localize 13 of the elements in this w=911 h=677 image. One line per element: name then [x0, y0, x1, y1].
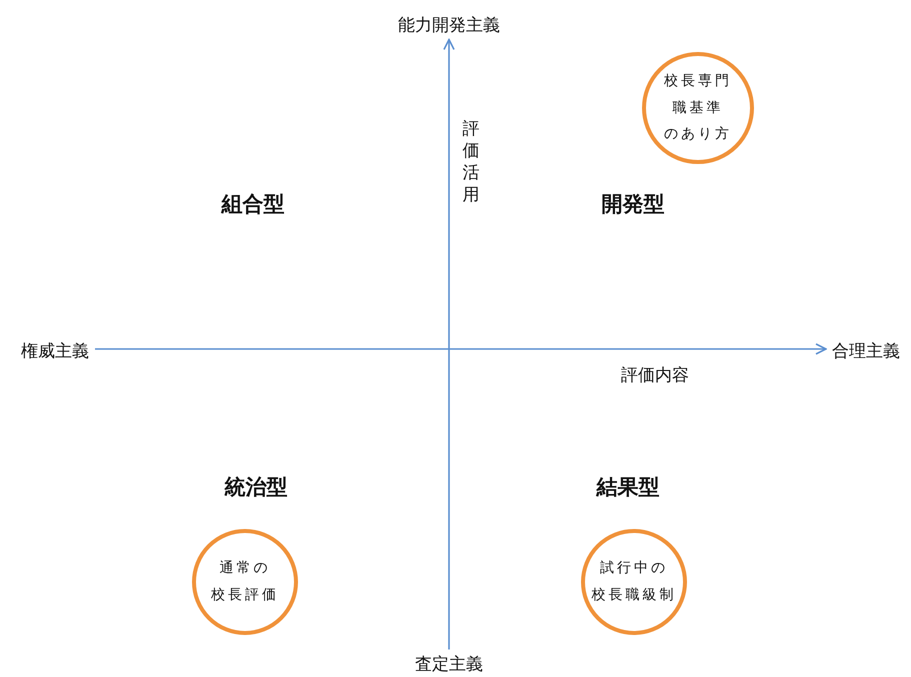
axis-arrow: [443, 38, 455, 650]
quadrant-label: 組合型: [222, 191, 284, 218]
axis-arrow: [95, 343, 827, 355]
quadrant-label: 統治型: [224, 474, 288, 501]
axis-end-label: 能力開発主義: [398, 14, 500, 36]
circled-note: 試行中の校長職級制: [581, 529, 687, 635]
axis-end-label: 査定主義: [415, 652, 483, 676]
quadrant-label: 結果型: [596, 474, 660, 501]
axis-end-label: 権威主義: [21, 340, 89, 362]
circled-note: 通常の校長評価: [192, 529, 298, 635]
quadrant-label: 開発型: [602, 191, 664, 218]
circled-note: 校長専門職基準のあり方: [642, 52, 754, 164]
axis-end-label: 合理主義: [832, 340, 900, 362]
